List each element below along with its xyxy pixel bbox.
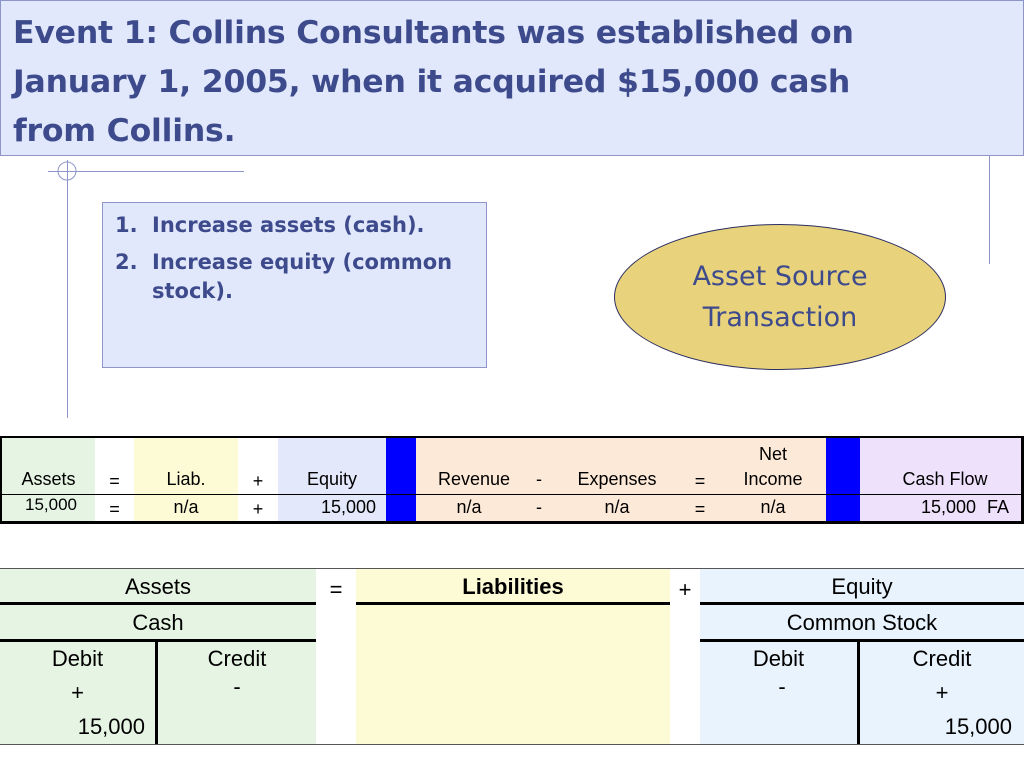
header-plus: + [252, 471, 264, 491]
liabilities-header-underline [356, 602, 670, 605]
assets-column-bg [2, 438, 95, 522]
blue-divider-left [386, 436, 416, 524]
event-title: Event 1: Collins Consultants was establi… [13, 9, 1023, 156]
equity-section-bg [700, 568, 1024, 744]
account-common-stock: Common Stock [786, 610, 938, 635]
effects-list: 1. Increase assets (cash). 2. Increase e… [102, 202, 487, 368]
section-plus: + [678, 577, 692, 602]
header-equals: = [109, 471, 120, 491]
common-stock-debit-sign: - [778, 674, 786, 699]
decorative-horizontal-line [48, 171, 244, 172]
oval-line-2: Transaction [702, 302, 858, 333]
decorative-circle-icon [57, 161, 77, 181]
header-equals-2: = [694, 471, 706, 491]
liab-column-bg [134, 438, 238, 522]
cash-t-divider [155, 640, 158, 744]
transaction-type-oval: Asset Source Transaction [614, 224, 946, 370]
value-cash-flow-type: FA [986, 497, 1009, 517]
section-equals: = [329, 577, 343, 602]
t-accounts: Assets = Liabilities + Equity Cash Commo… [0, 568, 1024, 748]
section-equity: Equity [831, 574, 893, 599]
section-assets: Assets [124, 574, 192, 599]
assets-section-bg [0, 568, 316, 744]
event-title-line-1: Event 1: Collins Consultants was establi… [13, 15, 854, 51]
header-assets: Assets [21, 469, 76, 489]
cash-credit-label: Credit [207, 646, 267, 671]
value-minus: - [536, 497, 542, 517]
table-right-border [1021, 436, 1024, 524]
value-liab: n/a [173, 497, 199, 517]
header-cash-flow: Cash Flow [902, 469, 988, 489]
liabilities-section-bg [356, 568, 670, 744]
header-net-income-line-2: Income [743, 469, 803, 489]
header-equity: Equity [306, 469, 358, 489]
equity-header-underline [700, 602, 1024, 605]
cash-debit-amount: 15,000 [77, 714, 145, 739]
cash-debit-sign: + [71, 680, 84, 705]
bottom-border [0, 744, 1024, 745]
table-bottom-border [0, 521, 1024, 524]
equity-column-bg [278, 438, 386, 522]
cashflow-column-bg [860, 438, 1022, 522]
header-net-income-line-1: Net [758, 444, 787, 464]
table-top-border [0, 436, 1024, 438]
common-stock-credit-label: Credit [912, 646, 972, 671]
value-cash-flow: 15,000 [920, 497, 976, 517]
value-equity: 15,000 [320, 497, 376, 517]
top-border [0, 568, 1024, 569]
income-columns-bg [416, 438, 826, 522]
common-stock-debit-label: Debit [752, 646, 805, 671]
value-revenue: n/a [456, 497, 482, 517]
cash-account-underline [0, 639, 316, 642]
header-minus: - [536, 469, 542, 489]
oval-line-1: Asset Source [692, 261, 868, 292]
blue-divider-right [826, 436, 860, 524]
common-stock-t-divider [857, 640, 860, 744]
header-expenses: Expenses [577, 469, 657, 489]
list-item: 1. Increase assets (cash). [115, 211, 486, 240]
event-title-line-3: from Collins. [13, 113, 236, 149]
decorative-right-line [989, 156, 990, 264]
assets-header-underline [0, 602, 316, 605]
table-left-border [0, 436, 2, 524]
list-number: 1. [115, 213, 138, 237]
list-number: 2. [115, 250, 138, 274]
table-mid-border [0, 494, 1024, 495]
value-plus: + [252, 499, 264, 519]
common-stock-credit-amount: 15,000 [944, 714, 1012, 739]
common-stock-credit-sign: + [935, 680, 949, 705]
value-equals: = [109, 499, 120, 519]
horizontal-statements-model: Assets = Liab. + Equity Revenue - Expens… [0, 436, 1024, 524]
decorative-vertical-line [67, 160, 68, 418]
section-liabilities: Liabilities [462, 574, 564, 599]
value-equals-2: = [694, 499, 706, 519]
list-item: 2. Increase equity (common stock). [115, 248, 486, 306]
header-liab: Liab. [166, 469, 206, 489]
value-expenses: n/a [604, 497, 630, 517]
cash-credit-sign: - [233, 674, 241, 699]
list-text: Increase assets (cash). [152, 213, 425, 237]
header-revenue: Revenue [437, 469, 511, 489]
value-net-income: n/a [760, 497, 786, 517]
event-title-line-2: January 1, 2005, when it acquired $15,00… [13, 64, 851, 100]
value-assets: 15,000 [25, 495, 77, 514]
list-text: Increase equity (common stock). [152, 250, 453, 303]
cash-debit-label: Debit [51, 646, 104, 671]
account-cash: Cash [132, 610, 184, 635]
common-stock-account-underline [700, 639, 1024, 642]
title-banner: Event 1: Collins Consultants was establi… [0, 0, 1024, 156]
